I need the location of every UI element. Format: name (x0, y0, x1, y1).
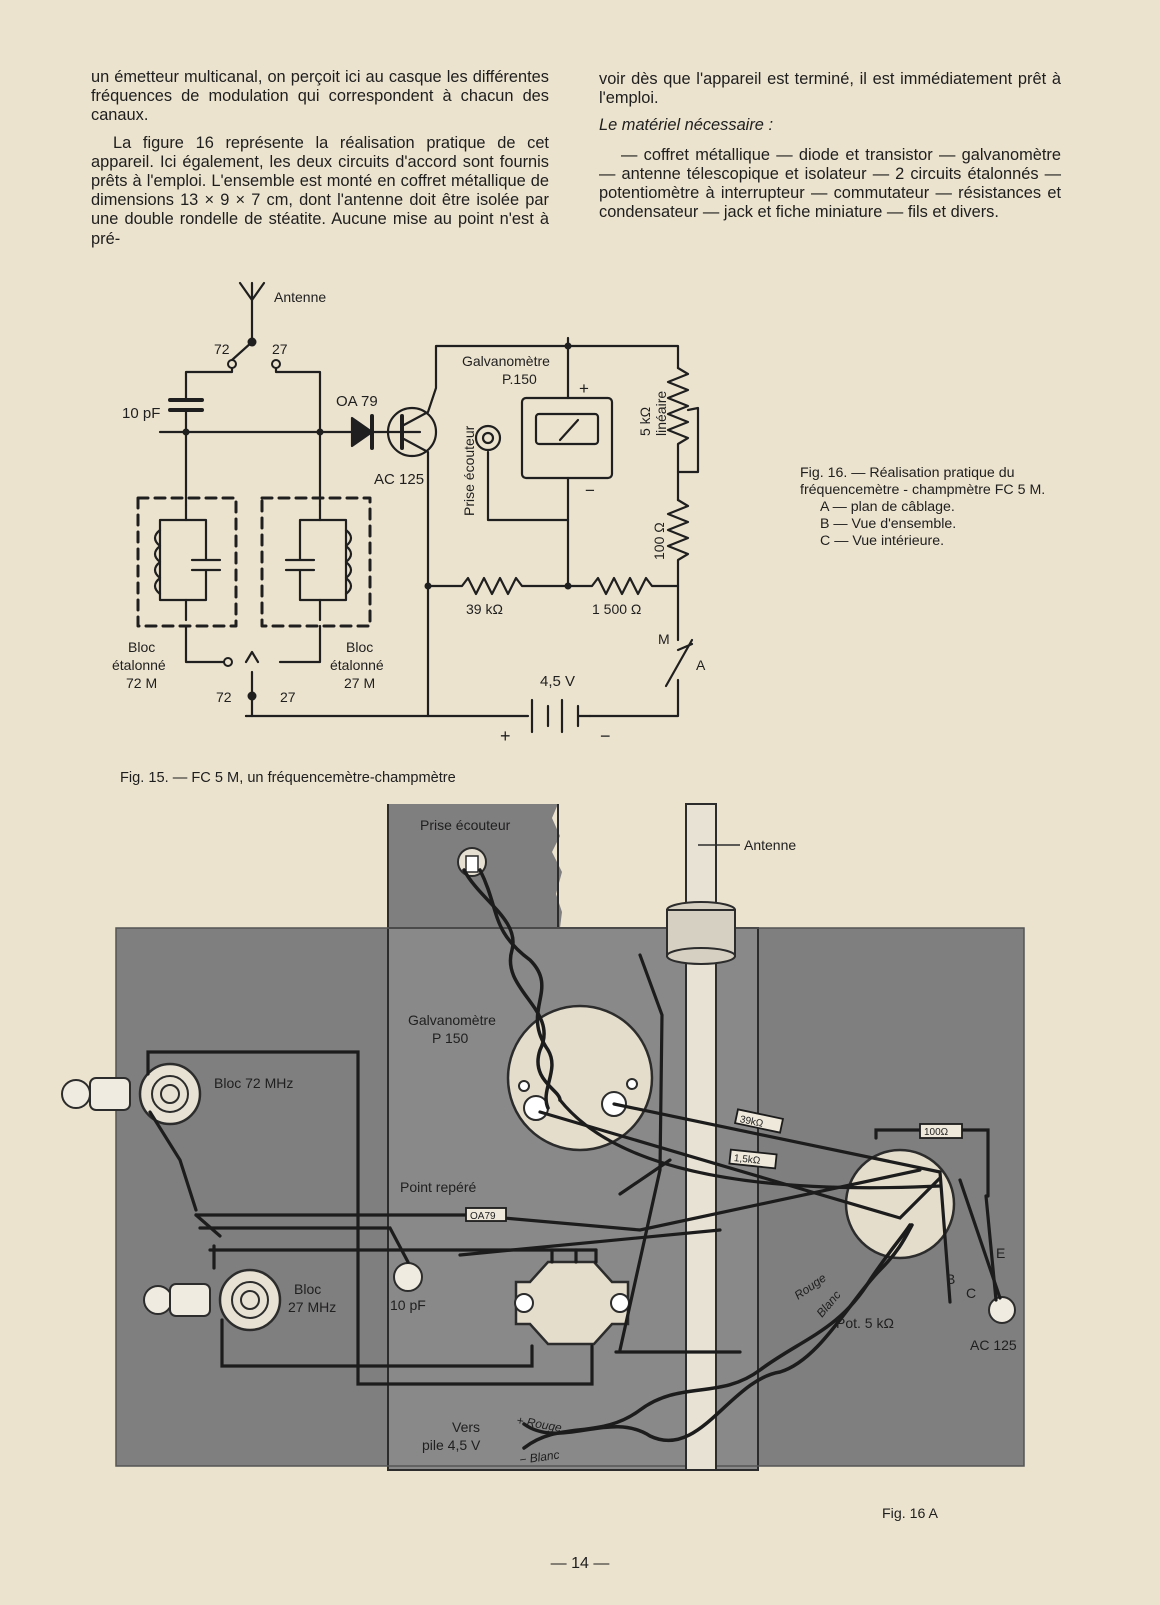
label-galvanometer-model: P 150 (432, 1030, 469, 1046)
label-switch-a: A (696, 657, 706, 673)
bloc-72-coil (138, 1062, 202, 1126)
label-bloc-72: Bloc 72 MHz (214, 1075, 293, 1091)
galvanometer-body (506, 1004, 654, 1152)
label-r39k: 39 kΩ (466, 601, 503, 617)
figure-caption-16: Fig. 16. — Réalisation pratique du fréqu… (800, 465, 1060, 550)
label-pot-type: linéaire (653, 391, 669, 436)
text-column-right: voir dès que l'appareil est terminé, il … (599, 70, 1061, 230)
label-diode: OA 79 (336, 393, 378, 410)
diode-oa79 (465, 1207, 507, 1222)
label-plus: + (579, 379, 589, 398)
resistor-100 (666, 498, 690, 588)
label-r100: 100 Ω (651, 522, 667, 560)
label-bloc-72-value: 72 M (126, 675, 157, 691)
capacitor-10pf (393, 1262, 423, 1292)
diode-oa79 (350, 416, 374, 448)
paragraph: — coffret métallique — diode et transist… (599, 145, 1061, 222)
paragraph: voir dès que l'appareil est terminé, il … (599, 70, 1061, 108)
label-pot: Pot. 5 kΩ (836, 1315, 894, 1331)
label-sw-27: 27 (272, 341, 288, 357)
paragraph: La figure 16 représente la réalisation p… (91, 133, 549, 248)
label-antenna: Antenne (274, 289, 326, 305)
caption-title: Fig. 16. — Réalisation pratique du fréqu… (800, 465, 1046, 498)
label-jack: Prise écouteur (461, 425, 477, 516)
label-r1500: 1 500 Ω (592, 601, 641, 617)
label-bloc-27-mhz: 27 MHz (288, 1299, 336, 1315)
label-sel-27: 27 (280, 689, 296, 705)
battery-symbol (244, 698, 592, 734)
label-galvanometer: Galvanomètre (462, 353, 550, 369)
label-battery: 4,5 V (540, 673, 575, 690)
label-vers: Vers (452, 1419, 480, 1435)
antenna-symbol (238, 281, 266, 344)
label-battery-plus: + (500, 726, 511, 746)
label-bloc-27: Bloc (294, 1281, 321, 1297)
label-battery-minus: − (600, 726, 611, 746)
jack-symbol (474, 424, 502, 452)
label-switch-m: M (658, 631, 670, 647)
label-sel-72: 72 (216, 689, 232, 705)
transistor-ac125 (988, 1296, 1016, 1324)
label-r15k: 1,5kΩ (733, 1153, 761, 1167)
label-galvanometer-model: P.150 (502, 371, 537, 387)
schematic-diagram: Antenne 72 27 10 pF OA 79 AC 125 Galvano… (112, 281, 706, 746)
resistor-1-5k (728, 1148, 778, 1170)
label-etalonne-27: étalonné (330, 657, 384, 673)
caption-item-b: B — Vue d'ensemble. (820, 516, 957, 532)
commutator (514, 1260, 630, 1346)
caption-item-c: C — Vue intérieure. (820, 533, 945, 549)
figure-caption-15: Fig. 15. — FC 5 M, un fréquencemètre-cha… (120, 770, 456, 786)
label-minus: − (585, 481, 595, 500)
label-antenna: Antenne (744, 837, 796, 853)
label-oa79: OA79 (470, 1211, 496, 1222)
page-number: — 14 — (550, 1555, 610, 1572)
label-bloc-27-value: 27 M (344, 675, 375, 691)
bloc-27-box (260, 496, 372, 628)
label-sw-72: 72 (214, 341, 230, 357)
label-bloc-27: Bloc (346, 639, 373, 655)
label-pot-value: 5 kΩ (637, 407, 653, 436)
label-transistor: AC 125 (374, 471, 424, 488)
potentiometer-5k (666, 366, 700, 474)
capacitor-10pf (168, 398, 204, 412)
resistor-39k (733, 1108, 785, 1134)
paragraph: un émetteur multicanal, on perçoit ici a… (91, 68, 549, 125)
label-bloc-72: Bloc (128, 639, 155, 655)
label-ac125: AC 125 (970, 1337, 1017, 1353)
wiring-diagram: Prise écouteur Antenne Galvanomètre P 15… (61, 803, 1025, 1471)
label-r100: 100Ω (924, 1127, 949, 1138)
label-etalonne-72: étalonné (112, 657, 166, 673)
label-pile: pile 4,5 V (422, 1437, 481, 1453)
label-r39k: 39kΩ (739, 1114, 765, 1130)
potentiometer (844, 1148, 956, 1260)
section-heading: Le matériel nécessaire : (599, 116, 774, 135)
caption-item-a: A — plan de câblage. (820, 499, 955, 515)
text-column-left: un émetteur multicanal, on perçoit ici a… (91, 68, 549, 257)
label-galvanometer: Galvanomètre (408, 1012, 496, 1028)
label-emitter: E (996, 1245, 1005, 1261)
label-capacitor: 10 pF (122, 405, 160, 422)
resistor-100 (919, 1123, 963, 1139)
label-base: B (946, 1271, 955, 1287)
bloc-27-coil (218, 1268, 282, 1332)
label-jack: Prise écouteur (420, 817, 511, 833)
label-collector: C (966, 1285, 976, 1301)
transistor-ac125 (386, 406, 438, 458)
label-minus-blanc: − Blanc (518, 1447, 560, 1466)
label-point: Point repéré (400, 1179, 476, 1195)
figure-caption-16a: Fig. 16 A (882, 1506, 938, 1522)
label-cap: 10 pF (390, 1297, 426, 1313)
